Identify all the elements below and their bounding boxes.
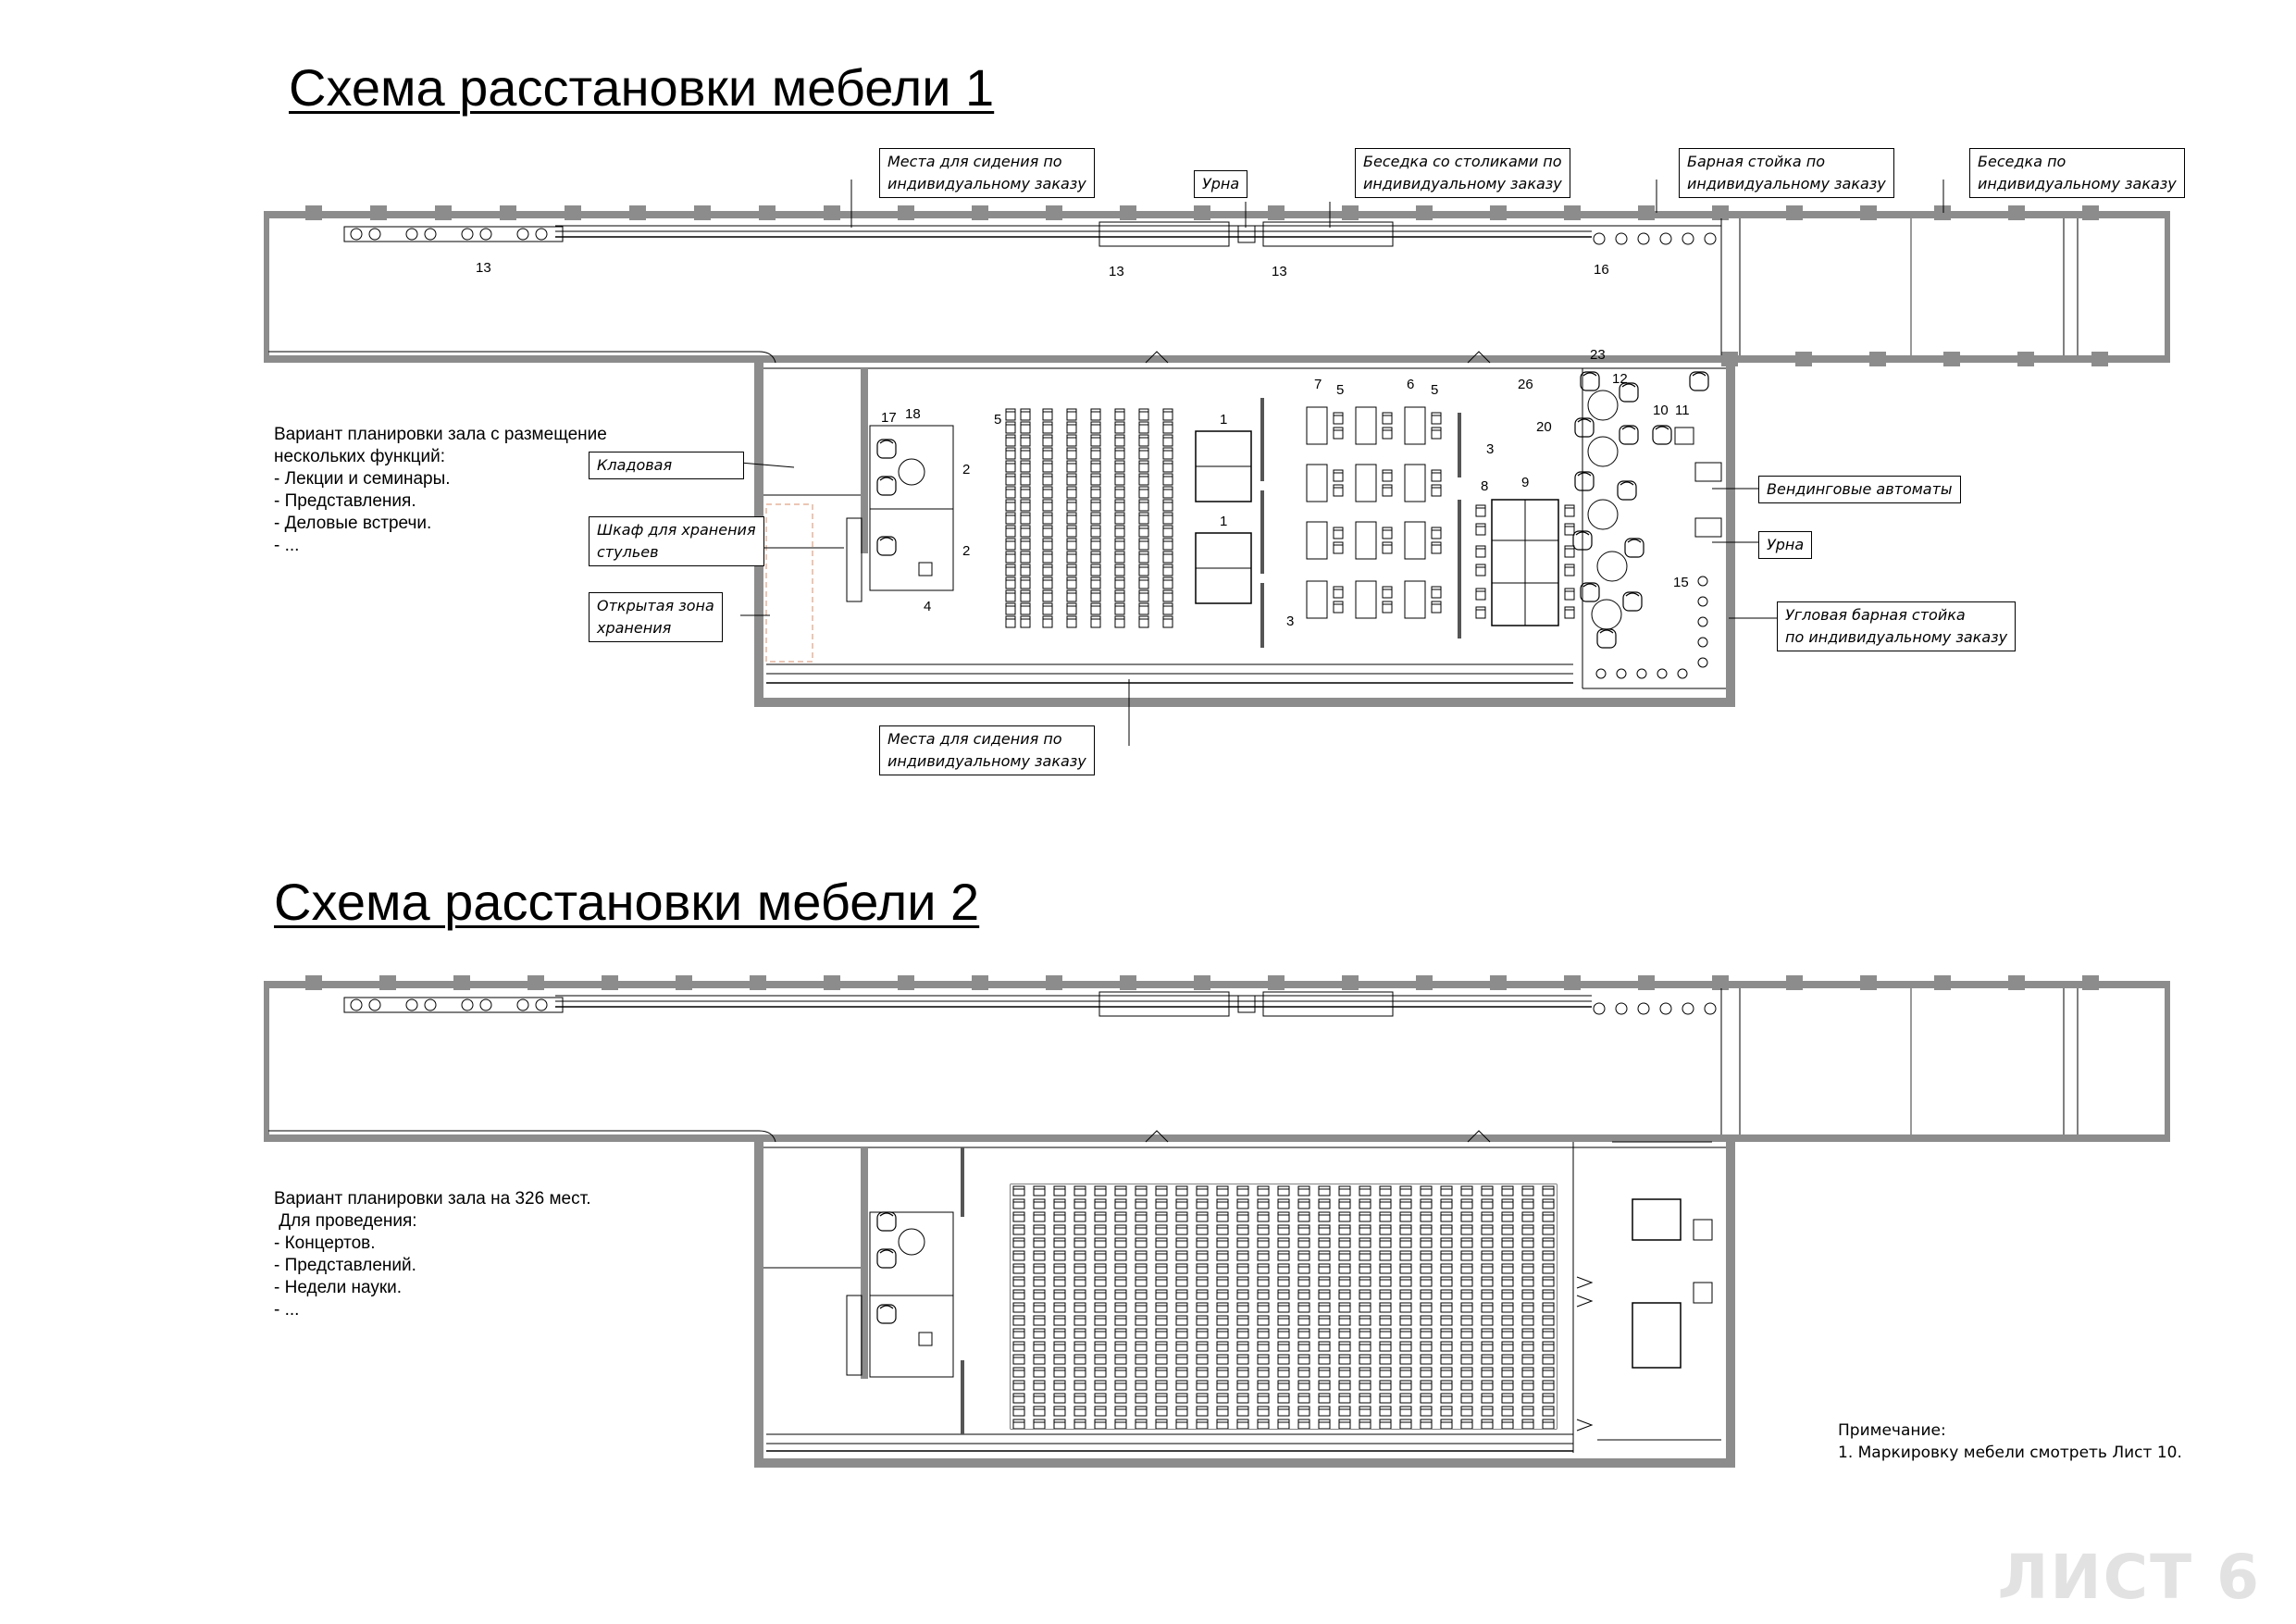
svg-text:13: 13 (476, 260, 491, 276)
svg-text:6: 6 (1407, 377, 1414, 392)
callout-bar-counter: Барная стойка по индивидуальному заказу (1679, 148, 1894, 198)
callout-seats-bottom: Места для сидения по индивидуальному зак… (879, 725, 1095, 775)
svg-text:1: 1 (1220, 412, 1227, 428)
callout-urn-top: Урна (1194, 170, 1248, 198)
callout-seats-top: Места для сидения по индивидуальному зак… (879, 148, 1095, 198)
svg-text:7: 7 (1314, 377, 1322, 392)
svg-text:20: 20 (1536, 419, 1552, 435)
svg-text:9: 9 (1521, 475, 1529, 490)
svg-text:11: 11 (1675, 403, 1690, 418)
callout-open-storage: Открытая зона хранения (589, 592, 723, 642)
plan2-drawing (264, 975, 2170, 1468)
plan2-description: Вариант планировки зала на 326 мест. Для… (274, 1189, 591, 1320)
plan1-description: Вариант планировки зала с размещение нес… (274, 425, 607, 555)
svg-text:5: 5 (1431, 382, 1438, 398)
svg-text:26: 26 (1518, 377, 1533, 392)
svg-text:1: 1 (1220, 514, 1227, 529)
svg-text:5: 5 (994, 412, 1001, 428)
svg-text:3: 3 (1286, 614, 1294, 629)
svg-text:23: 23 (1590, 347, 1606, 363)
plan2-title: Схема расстановки мебели 2 (274, 873, 980, 931)
callout-urn-right: Урна (1758, 531, 1813, 559)
svg-text:17: 17 (881, 410, 897, 426)
svg-text:13: 13 (1272, 264, 1287, 279)
note-text: Примечание: 1. Маркировку мебели смотрет… (1838, 1421, 2182, 1462)
svg-text:10: 10 (1653, 403, 1669, 418)
svg-text:5: 5 (1336, 382, 1344, 398)
svg-text:3: 3 (1486, 441, 1494, 457)
svg-text:12: 12 (1612, 371, 1628, 387)
svg-text:4: 4 (924, 599, 931, 614)
callout-gazebo: Беседка по индивидуальному заказу (1969, 148, 2185, 198)
callout-vending: Вендинговые автоматы (1758, 476, 1961, 503)
sheet-label: ЛИСТ 6 (1997, 1542, 2261, 1613)
svg-text:2: 2 (962, 543, 970, 559)
callout-storeroom: Кладовая (589, 452, 744, 479)
svg-text:13: 13 (1109, 264, 1124, 279)
callout-chair-cabinet: Шкаф для хранения стульев (589, 516, 764, 566)
plan1-title: Схема расстановки мебели 1 (289, 58, 995, 117)
svg-text:2: 2 (962, 462, 970, 477)
svg-text:16: 16 (1594, 262, 1609, 278)
svg-text:18: 18 (905, 406, 921, 422)
svg-text:15: 15 (1673, 575, 1689, 590)
callout-corner-bar: Угловая барная стойка по индивидуальному… (1777, 601, 2017, 651)
callout-gazebo-tables: Беседка со столиками по индивидуальному … (1355, 148, 1570, 198)
svg-text:8: 8 (1481, 478, 1488, 494)
